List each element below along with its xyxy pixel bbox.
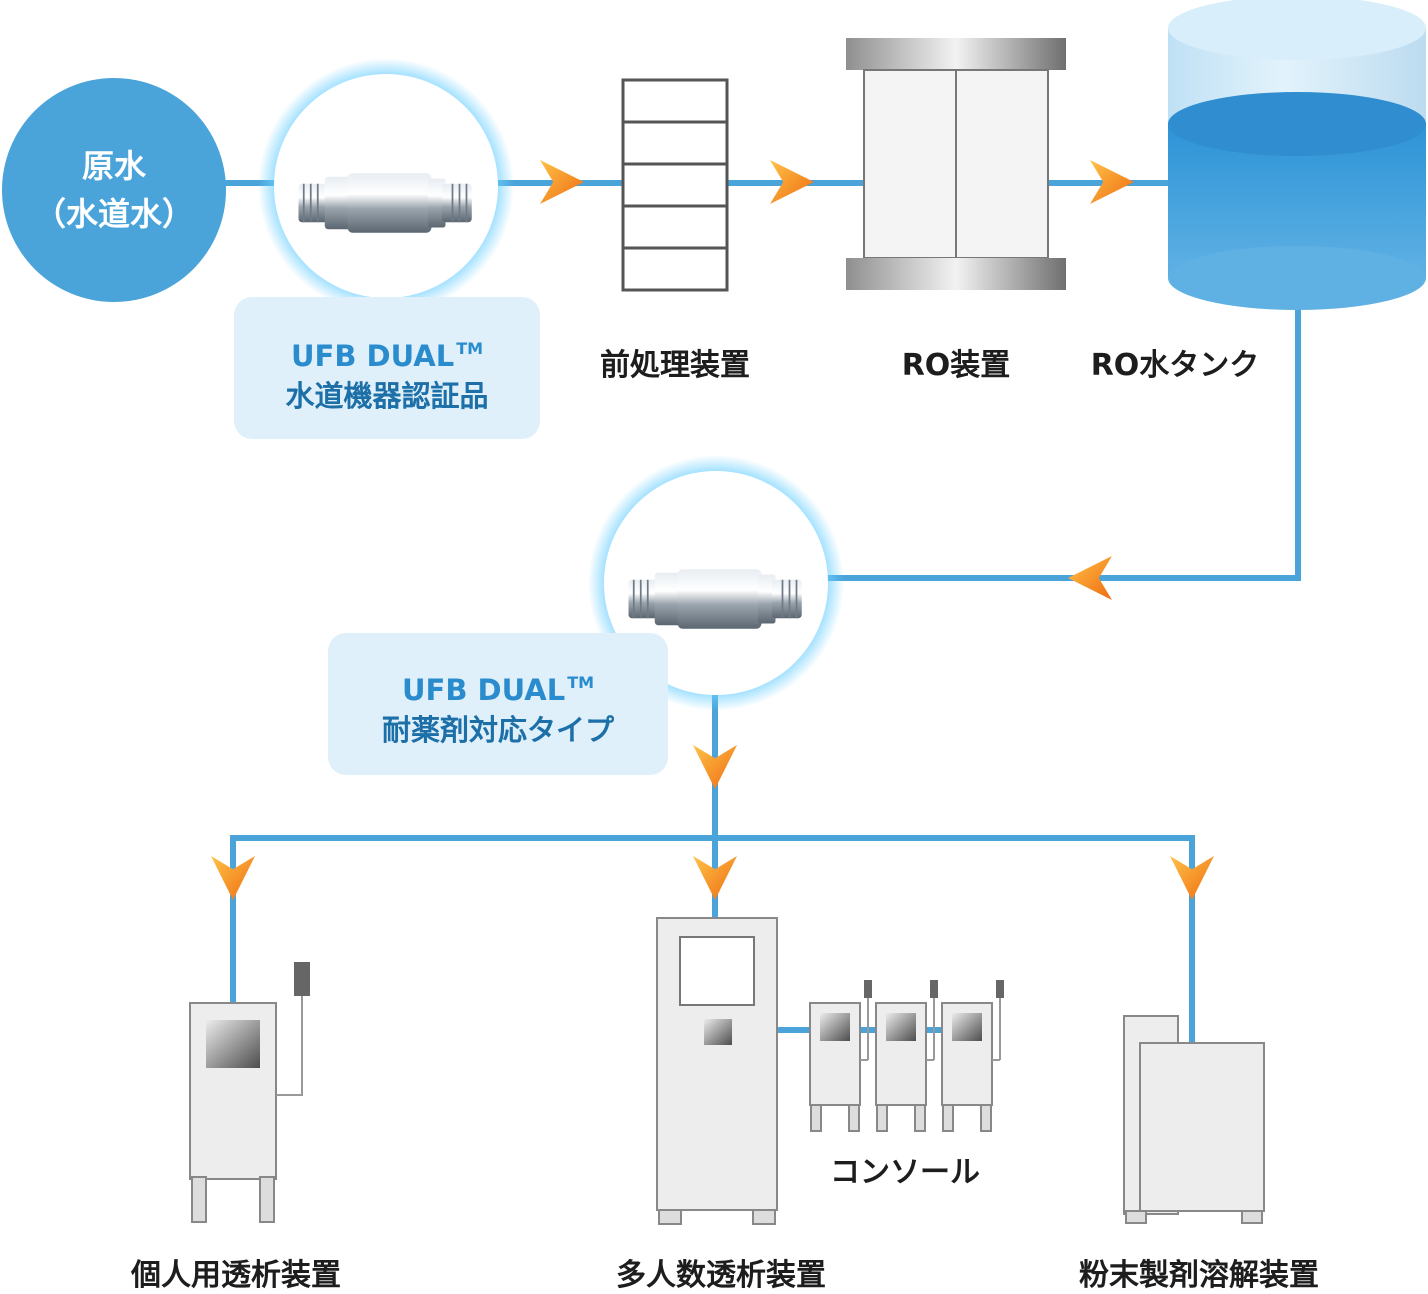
ufb-chem-tm: TM	[567, 673, 595, 692]
ufb-tap-subtitle: 水道機器認証品	[285, 379, 489, 413]
return-pipe	[820, 300, 1301, 581]
source-water-node: 原水 （水道水）	[2, 78, 226, 302]
ro-tank	[1168, 0, 1426, 310]
console-1	[809, 980, 872, 1132]
ro-unit	[846, 38, 1066, 290]
ufb-tap-tm: TM	[456, 339, 484, 358]
multi-dialysis-machine	[656, 917, 778, 1225]
ro-tank-label: RO水タンク	[1090, 348, 1260, 383]
ufb-chem-subtitle: 耐薬剤対応タイプ	[381, 713, 614, 747]
console-label: コンソール	[830, 1155, 980, 1190]
pretreatment-unit	[621, 78, 729, 292]
powder-dissolver-machine	[1123, 1015, 1265, 1224]
pretreatment-label: 前処理装置	[600, 348, 750, 383]
personal-dialysis-label: 個人用透析装置	[131, 1258, 341, 1293]
ufb-dual-tap-device	[258, 58, 514, 314]
console-3	[941, 980, 1004, 1132]
source-line1: 原水	[81, 147, 146, 185]
ufb-chem-name: UFB DUAL	[401, 673, 566, 707]
multi-dialysis-label: 多人数透析装置	[616, 1258, 826, 1293]
console-unit	[809, 980, 1004, 1132]
ro-unit-label: RO装置	[901, 348, 1011, 383]
source-line2: （水道水）	[33, 195, 194, 233]
personal-dialysis-machine	[189, 962, 310, 1223]
ufb-tap-name: UFB DUAL	[290, 339, 455, 373]
console-2	[875, 980, 938, 1132]
branch-pipe	[230, 835, 1195, 1043]
powder-dissolver-label: 粉末製剤溶解装置	[1079, 1258, 1319, 1293]
